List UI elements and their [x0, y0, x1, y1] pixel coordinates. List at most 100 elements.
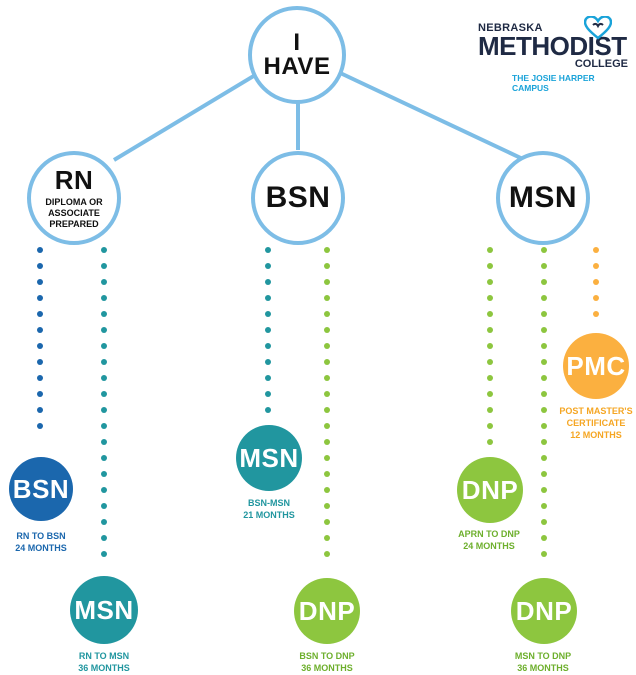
- path-dot: [101, 295, 107, 301]
- path-dot: [324, 519, 330, 525]
- path-dot: [265, 407, 271, 413]
- path-dot: [101, 519, 107, 525]
- path-dot: [593, 247, 599, 253]
- path-dot: [101, 375, 107, 381]
- path-dot: [324, 487, 330, 493]
- dots-bsn-dnp: [324, 247, 330, 557]
- dots-bsn-msn: [265, 247, 271, 413]
- path-dot: [324, 359, 330, 365]
- path-dot: [541, 343, 547, 349]
- rn-node: RN DIPLOMA OR ASSOCIATE PREPARED: [27, 151, 121, 245]
- outcome-bsn-msn-label: MSN: [239, 442, 299, 473]
- connector-line-msn: [335, 69, 526, 162]
- path-dot: [265, 263, 271, 269]
- caption-pmc-line3: 12 MONTHS: [570, 430, 622, 440]
- path-dot: [541, 439, 547, 445]
- path-dot: [324, 471, 330, 477]
- path-dot: [101, 391, 107, 397]
- path-dot: [265, 375, 271, 381]
- path-dot: [37, 423, 43, 429]
- path-dot: [541, 359, 547, 365]
- path-dot: [541, 295, 547, 301]
- caption-rn-msn: RN TO MSN 36 MONTHS: [54, 650, 154, 674]
- caption-pmc: POST MASTER'S CERTIFICATE 12 MONTHS: [546, 405, 636, 441]
- i-have-node: I HAVE: [248, 6, 346, 104]
- caption-bsn-msn: BSN-MSN 21 MONTHS: [219, 497, 319, 521]
- path-dot: [101, 487, 107, 493]
- path-dot: [541, 327, 547, 333]
- path-dot: [324, 263, 330, 269]
- path-dot: [37, 279, 43, 285]
- path-dot: [593, 263, 599, 269]
- caption-msn-dnp-line1: MSN TO DNP: [514, 651, 572, 661]
- path-dot: [487, 423, 493, 429]
- outcome-msn-dnp-label: DNP: [515, 595, 573, 626]
- path-dot: [324, 311, 330, 317]
- path-dot: [101, 359, 107, 365]
- path-dot: [101, 407, 107, 413]
- path-dot: [487, 439, 493, 445]
- rn-title: RN: [54, 164, 94, 195]
- path-dot: [541, 375, 547, 381]
- caption-bsn-msn-line1: BSN-MSN: [248, 498, 290, 508]
- path-dot: [101, 423, 107, 429]
- outcome-bsn-dnp-label: DNP: [298, 595, 356, 626]
- path-dot: [324, 247, 330, 253]
- path-dot: [37, 343, 43, 349]
- outcome-bsn-msn: MSN: [236, 425, 302, 491]
- path-dot: [265, 279, 271, 285]
- bsn-node: BSN: [251, 151, 345, 245]
- path-dot: [37, 327, 43, 333]
- outcome-rn-msn-label: MSN: [74, 594, 134, 625]
- path-dot: [324, 343, 330, 349]
- i-have-line1: I: [293, 29, 301, 56]
- path-dot: [324, 407, 330, 413]
- path-dot: [324, 455, 330, 461]
- heart-logo-icon: [584, 16, 612, 40]
- path-dot: [101, 471, 107, 477]
- rn-subtitle-line1: DIPLOMA OR: [45, 196, 103, 207]
- caption-rn-msn-line1: RN TO MSN: [78, 651, 130, 661]
- path-dot: [487, 279, 493, 285]
- i-have-line2: HAVE: [263, 53, 331, 80]
- path-dot: [324, 279, 330, 285]
- outcome-pmc: PMC: [563, 333, 629, 399]
- caption-msn-dnp: MSN TO DNP 36 MONTHS: [493, 650, 593, 674]
- caption-bsn-msn-line2: 21 MONTHS: [243, 510, 295, 520]
- path-dot: [101, 551, 107, 557]
- path-dot: [37, 295, 43, 301]
- path-dot: [265, 311, 271, 317]
- caption-bsn-dnp-line1: BSN TO DNP: [299, 651, 355, 661]
- path-dot: [487, 295, 493, 301]
- caption-msn-dnp-line2: 36 MONTHS: [517, 663, 569, 673]
- outcome-rn-msn: MSN: [70, 576, 138, 644]
- logo-line3: COLLEGE: [574, 58, 628, 70]
- rn-subtitle: DIPLOMA OR ASSOCIATE PREPARED: [45, 197, 102, 230]
- path-dot: [541, 247, 547, 253]
- outcome-aprn-dnp-label: DNP: [461, 474, 519, 505]
- rn-subtitle-line2: ASSOCIATE: [48, 207, 100, 218]
- outcome-pmc-label: PMC: [566, 350, 626, 381]
- path-dot: [324, 423, 330, 429]
- path-dot: [101, 311, 107, 317]
- path-dot: [37, 407, 43, 413]
- path-dot: [593, 295, 599, 301]
- path-dot: [541, 519, 547, 525]
- path-dot: [541, 455, 547, 461]
- path-dot: [487, 263, 493, 269]
- logo-line4: THE JOSIE HARPER CAMPUS: [512, 73, 595, 93]
- path-dot: [487, 407, 493, 413]
- path-dot: [541, 391, 547, 397]
- path-dot: [265, 327, 271, 333]
- caption-pmc-line2: CERTIFICATE: [566, 418, 626, 428]
- path-dot: [265, 391, 271, 397]
- path-dot: [487, 359, 493, 365]
- outcome-bsn-dnp: DNP: [294, 578, 360, 644]
- path-dot: [37, 359, 43, 365]
- path-dot: [593, 279, 599, 285]
- path-dot: [541, 535, 547, 541]
- path-dot: [101, 455, 107, 461]
- path-dot: [101, 327, 107, 333]
